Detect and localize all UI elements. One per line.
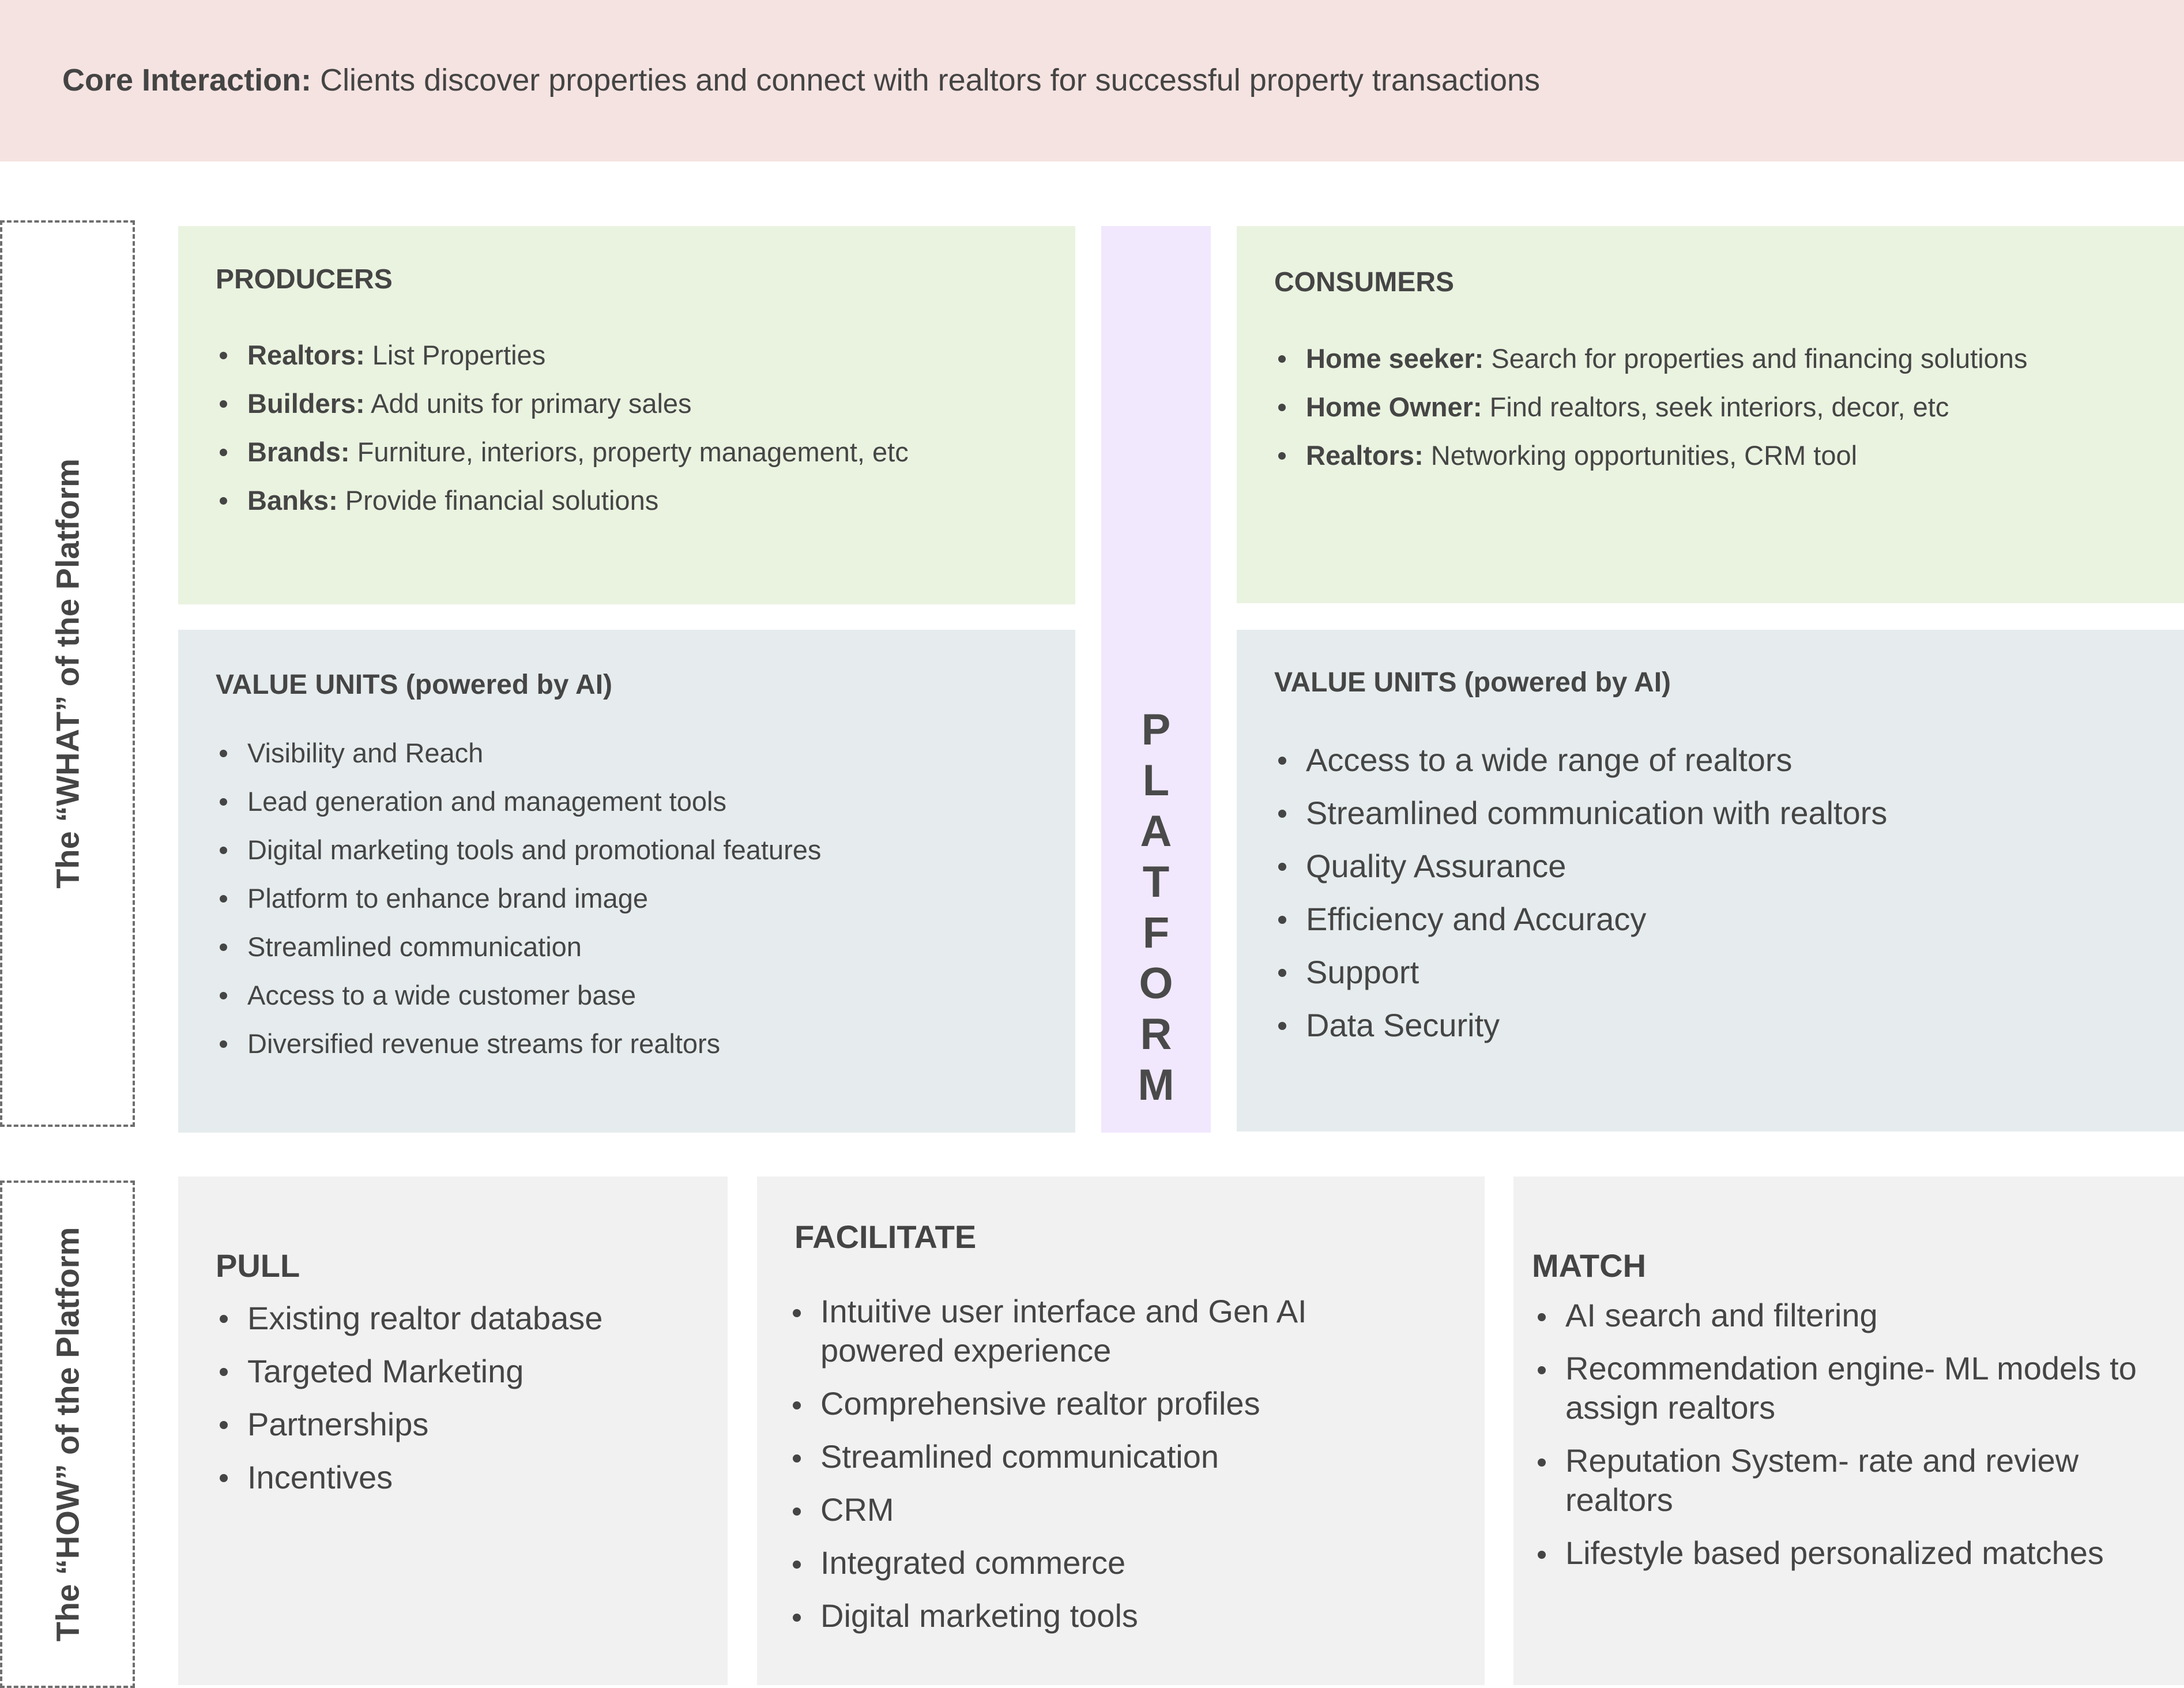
list-item: Reputation System- rate and review realt… <box>1524 1441 2142 1520</box>
core-interaction-text: Core Interaction: Clients discover prope… <box>62 62 1540 98</box>
list-item: Realtors: Networking opportunities, CRM … <box>1264 431 2027 480</box>
list-item: Support <box>1264 946 1887 999</box>
platform-column: P L A T F O R M <box>1101 226 1211 1133</box>
list-item: Intuitive user interface and Gen AI powe… <box>779 1292 1374 1370</box>
core-interaction-description: Clients discover properties and connect … <box>311 63 1541 97</box>
what-side-label: The “WHAT” of the Platform <box>0 220 135 1127</box>
facilitate-title: FACILITATE <box>794 1219 977 1255</box>
core-interaction-banner: Core Interaction: Clients discover prope… <box>0 0 2184 161</box>
list-item: Access to a wide customer base <box>206 971 821 1020</box>
list-item: Data Security <box>1264 999 1887 1052</box>
list-item: Streamlined communication <box>206 923 821 971</box>
producer-value-units-panel: VALUE UNITS (powered by AI) Visibility a… <box>178 630 1075 1133</box>
how-label-text: The “HOW” of the Platform <box>49 1227 86 1642</box>
list-item: Realtors: List Properties <box>206 331 909 379</box>
list-item: Platform to enhance brand image <box>206 874 821 923</box>
core-interaction-label: Core Interaction: <box>62 63 312 97</box>
list-item: Digital marketing tools and promotional … <box>206 826 821 874</box>
pull-list: Existing realtor database Targeted Marke… <box>206 1292 603 1504</box>
consumers-panel: CONSUMERS Home seeker: Search for proper… <box>1237 226 2184 603</box>
list-item: Integrated commerce <box>779 1543 1402 1582</box>
match-panel: MATCH AI search and filtering Recommenda… <box>1513 1176 2184 1685</box>
list-item: Quality Assurance <box>1264 840 1887 893</box>
list-item: Partnerships <box>206 1398 603 1451</box>
pull-title: PULL <box>216 1247 300 1284</box>
list-item: AI search and filtering <box>1524 1296 2170 1335</box>
list-item: Brands: Furniture, interiors, property m… <box>206 428 909 476</box>
how-side-label: The “HOW” of the Platform <box>0 1181 135 1688</box>
consumer-value-units-title: VALUE UNITS (powered by AI) <box>1274 667 1671 698</box>
list-item: Targeted Marketing <box>206 1345 603 1398</box>
consumer-value-units-panel: VALUE UNITS (powered by AI) Access to a … <box>1237 630 2184 1131</box>
list-item: Efficiency and Accuracy <box>1264 893 1887 946</box>
producers-list: Realtors: List Properties Builders: Add … <box>206 331 909 525</box>
list-item: Home seeker: Search for properties and f… <box>1264 334 2027 383</box>
list-item: CRM <box>779 1490 1402 1529</box>
pull-panel: PULL Existing realtor database Targeted … <box>178 1176 728 1685</box>
producers-panel: PRODUCERS Realtors: List Properties Buil… <box>178 226 1075 604</box>
producer-value-units-list: Visibility and Reach Lead generation and… <box>206 729 821 1068</box>
facilitate-panel: FACILITATE Intuitive user interface and … <box>757 1176 1485 1685</box>
list-item: Visibility and Reach <box>206 729 821 777</box>
list-item: Streamlined communication <box>779 1437 1402 1476</box>
list-item: Existing realtor database <box>206 1292 603 1345</box>
list-item: Incentives <box>206 1451 603 1504</box>
list-item: Comprehensive realtor profiles <box>779 1384 1402 1423</box>
consumers-title: CONSUMERS <box>1274 267 1455 298</box>
producer-value-units-title: VALUE UNITS (powered by AI) <box>216 670 613 700</box>
platform-letters: P L A T F O R M <box>1138 705 1174 1110</box>
list-item: Home Owner: Find realtors, seek interior… <box>1264 383 2027 431</box>
list-item: Builders: Add units for primary sales <box>206 379 909 428</box>
list-item: Lead generation and management tools <box>206 777 821 826</box>
consumer-value-units-list: Access to a wide range of realtors Strea… <box>1264 734 1887 1052</box>
list-item: Streamlined communication with realtors <box>1264 787 1887 840</box>
consumers-list: Home seeker: Search for properties and f… <box>1264 334 2027 480</box>
what-label-text: The “WHAT” of the Platform <box>49 458 86 889</box>
list-item: Digital marketing tools <box>779 1596 1402 1636</box>
list-item: Banks: Provide financial solutions <box>206 476 909 525</box>
facilitate-list: Intuitive user interface and Gen AI powe… <box>779 1292 1402 1649</box>
match-list: AI search and filtering Recommendation e… <box>1524 1296 2170 1587</box>
list-item: Diversified revenue streams for realtors <box>206 1020 821 1068</box>
match-title: MATCH <box>1532 1247 1647 1284</box>
list-item: Recommendation engine- ML models to assi… <box>1524 1349 2142 1427</box>
list-item: Lifestyle based personalized matches <box>1524 1533 2170 1573</box>
list-item: Access to a wide range of realtors <box>1264 734 1887 787</box>
producers-title: PRODUCERS <box>216 264 393 295</box>
